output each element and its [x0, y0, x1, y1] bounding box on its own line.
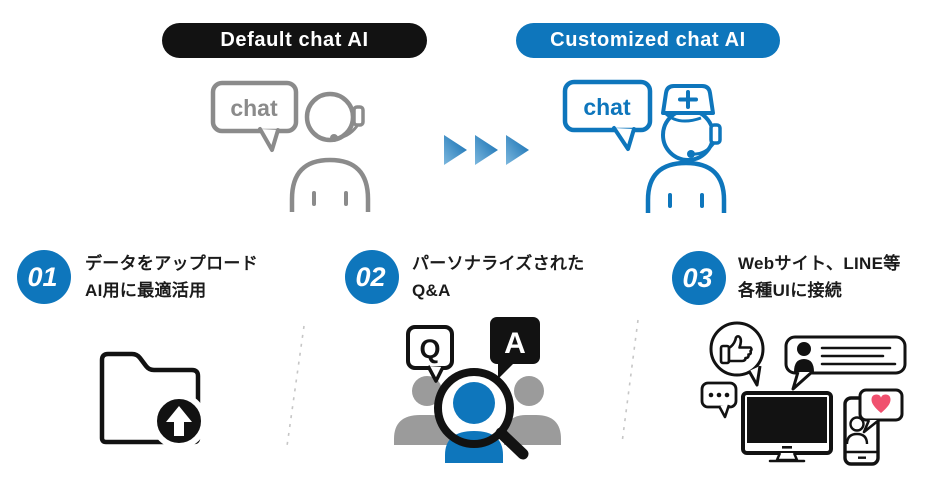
default-chat-ai-badge: Default chat AI [162, 23, 427, 58]
thumbs-up-bubble-icon [709, 321, 765, 387]
step-01-title-line2: AI用に最適活用 [85, 281, 207, 301]
multi-channel-icon [700, 321, 907, 466]
step-03-title: Webサイト、LINE等 各種UIに接続 [738, 250, 901, 304]
divider-dashed-2 [621, 319, 639, 444]
upload-arrow-icon [151, 393, 207, 449]
divider-dashed-1 [286, 325, 305, 447]
customized-chat-ai-label: Customized chat AI [550, 29, 746, 51]
step-03-title-line1: Webサイト、LINE等 [738, 254, 901, 273]
q-label: Q [419, 334, 440, 364]
step-03-number-badge: 03 [672, 251, 726, 305]
answer-bubble-icon: A [490, 317, 540, 379]
qa-search-people-icon: Q A [394, 317, 561, 463]
a-label: A [504, 327, 526, 360]
typing-dots-bubble-icon [700, 381, 738, 419]
step-01-number: 01 [27, 261, 58, 292]
plus-cross-icon [678, 90, 698, 109]
step-03-number: 03 [682, 262, 713, 293]
chat-speech-bubble-icon: chat [562, 79, 653, 151]
default-chat-bubble-text: chat [230, 95, 278, 121]
question-bubble-icon: Q [406, 325, 454, 383]
customized-agent-icon: chat [562, 79, 727, 213]
medical-cap-headset-person-icon [645, 84, 727, 213]
default-chat-ai-label: Default chat AI [220, 29, 369, 51]
default-agent-icon: chat [210, 80, 371, 212]
step-02-title: パーソナライズされた Q&A [412, 250, 585, 304]
magnifier-icon [434, 368, 529, 460]
step-01-number-badge: 01 [17, 250, 71, 304]
headset-person-icon [289, 91, 371, 212]
step-02-title-line1: パーソナライズされた [412, 254, 585, 273]
step-01-title: データをアップロード AI用に最適活用 [85, 250, 258, 304]
customized-chat-bubble-text: chat [583, 94, 631, 120]
chat-speech-bubble-icon: chat [210, 80, 299, 152]
step-01-title-line1: データをアップロード [85, 254, 258, 273]
message-bubble-icon [784, 335, 907, 391]
customized-chat-ai-badge: Customized chat AI [516, 23, 780, 58]
step-02-number-badge: 02 [345, 250, 399, 304]
heart-icon [871, 394, 891, 413]
transform-arrows-icon [444, 135, 529, 165]
folder-upload-icon [99, 351, 207, 449]
people-group-icon [394, 376, 561, 445]
step-03-title-line2: 各種UIに接続 [738, 281, 843, 301]
desktop-monitor-icon [741, 391, 833, 463]
step-02-number: 02 [355, 261, 386, 292]
heart-bubble-icon [858, 388, 904, 434]
step-02-title-line2: Q&A [412, 281, 451, 301]
